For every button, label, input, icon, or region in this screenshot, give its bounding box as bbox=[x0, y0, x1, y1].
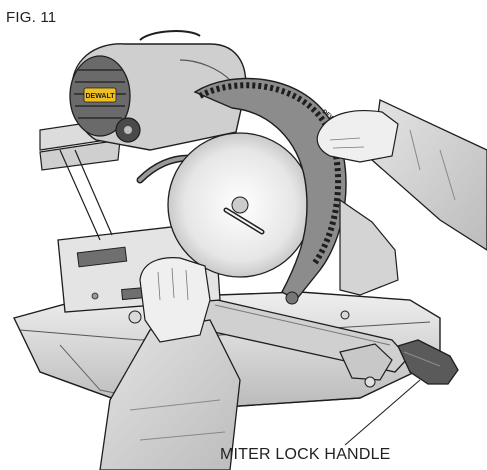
saw-blade bbox=[167, 132, 313, 278]
motor-brand-text: DEWALT bbox=[85, 93, 115, 100]
left-hand bbox=[139, 257, 211, 343]
right-housing bbox=[339, 198, 399, 296]
callout-leader-line bbox=[344, 379, 421, 446]
motor-housing: DEWALT bbox=[69, 30, 247, 151]
right-hand bbox=[316, 109, 399, 163]
right-arm bbox=[316, 99, 487, 251]
miter-arm bbox=[199, 295, 409, 388]
miter-lock-handle[interactable] bbox=[397, 339, 459, 385]
left-arm bbox=[99, 257, 241, 470]
bevel-knob[interactable] bbox=[115, 117, 141, 143]
figure-label: FIG. 11 bbox=[6, 9, 57, 26]
miter-lock-handle-label: MITER LOCK HANDLE bbox=[220, 446, 391, 463]
